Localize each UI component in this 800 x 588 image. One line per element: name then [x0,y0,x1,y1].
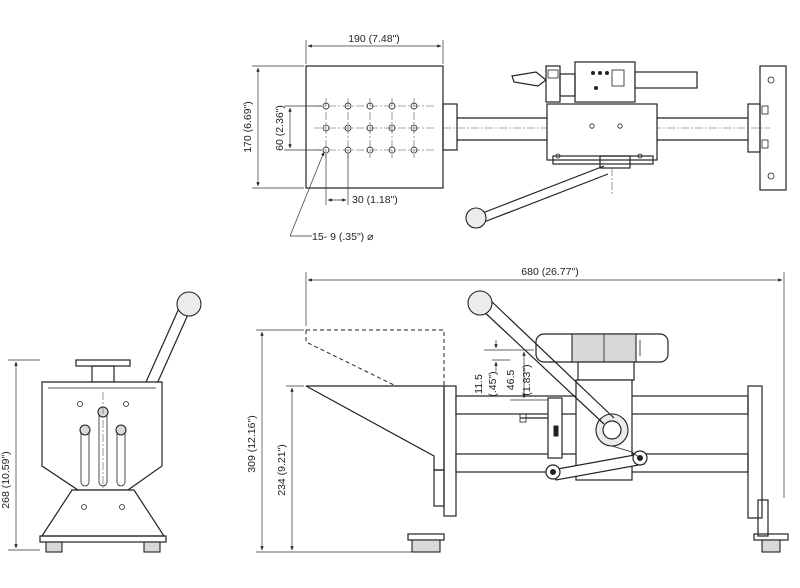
dim-travel-small-in-label: (.45") [487,371,499,396]
dim-side-height: 268 (10.59") [0,359,40,551]
dim-travel-large-in-label: (1.83") [521,364,533,395]
raised-position-outline [305,329,445,387]
dim-hole-spacing-v: 60 (2.36") [274,105,322,151]
dim-top-height: 170 (6.69") [242,65,304,189]
dim-travel-large-label: 46.5 [505,370,517,391]
dim-hole-spacing-h-label: 30 (1.18") [352,194,398,206]
hole-callout: 15- 9 (.35") ⌀ [289,151,374,243]
dim-top-width-label: 190 (7.48") [348,33,400,45]
dim-travel: 11.5 (.45") 46.5 (1.83") [473,340,548,401]
dim-top-height-label: 170 (6.69") [242,101,254,153]
hole-grid [314,98,436,158]
dim-travel-small-label: 11.5 [473,374,485,394]
dim-table-height-label: 234 (9.21") [276,444,288,496]
dim-front-height: 309 (12.16") [246,329,412,553]
dim-front-height-label: 309 (12.16") [246,415,258,472]
dim-hole-spacing-h: 30 (1.18") [325,153,398,206]
front-view: 680 (26.77") 309 (12.16") 234 (9.21") [246,266,789,553]
dim-table-height: 234 (9.21") [276,385,304,551]
dim-hole-spacing-v-label: 60 (2.36") [274,105,286,151]
side-view: 268 (10.59") [0,291,202,553]
dim-side-height-label: 268 (10.59") [0,451,12,508]
dim-overall-length: 680 (26.77") [305,266,785,498]
top-plate [305,65,444,189]
top-view: 190 (7.48") 170 (6.69") 60 (2.36") 30 (1… [242,33,787,243]
top-gauge [511,61,698,103]
dim-overall-length-label: 680 (26.77") [521,266,578,278]
dim-top-width: 190 (7.48") [305,33,444,64]
front-gauge [535,333,669,381]
hole-callout-label: 15- 9 (.35") ⌀ [312,231,374,243]
